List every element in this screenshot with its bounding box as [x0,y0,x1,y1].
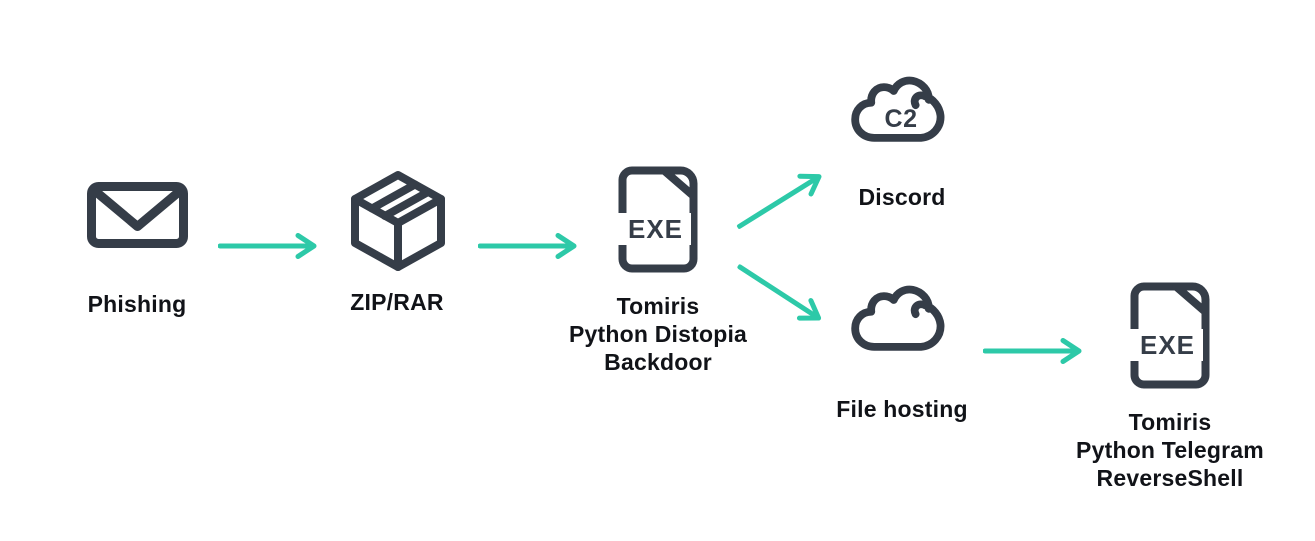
node-label-discord: Discord [802,183,1002,211]
node-label-zip-rar: ZIP/RAR [297,288,497,316]
label-line: Discord [858,184,946,210]
envelope-icon [87,182,188,248]
flow-arrow-up-icon [731,163,830,238]
label-line: ZIP/RAR [350,289,444,315]
exe-file-icon: EXE [1124,282,1210,389]
label-line: ReverseShell [1096,465,1244,491]
label-line: Backdoor [604,349,712,375]
c2-cloud-icon: C2 [846,73,956,151]
flow-arrow-icon [478,233,578,259]
label-line: Python Distopia [568,321,748,347]
flow-arrow-down-icon [731,255,829,331]
c2-badge: C2 [884,105,918,133]
exe-badge: EXE [612,213,692,245]
label-line: Tomiris [1128,409,1212,435]
node-label-file-hosting: File hosting [802,395,1002,423]
node-label-reverseshell: Tomiris Python Telegram ReverseShell [1060,408,1280,492]
node-label-backdoor: Tomiris Python Distopia Backdoor [558,292,758,376]
package-box-icon [350,170,446,272]
flow-arrow-icon [218,233,318,259]
label-line: Phishing [87,291,187,317]
node-label-phishing: Phishing [37,290,237,318]
label-line: Python Telegram [1076,437,1264,463]
exe-file-icon: EXE [612,166,698,273]
exe-badge: EXE [1124,329,1204,361]
flow-arrow-icon [983,338,1083,364]
file-hosting-cloud-icon [846,282,956,360]
label-line: Tomiris [616,293,700,319]
label-line: File hosting [836,396,968,422]
